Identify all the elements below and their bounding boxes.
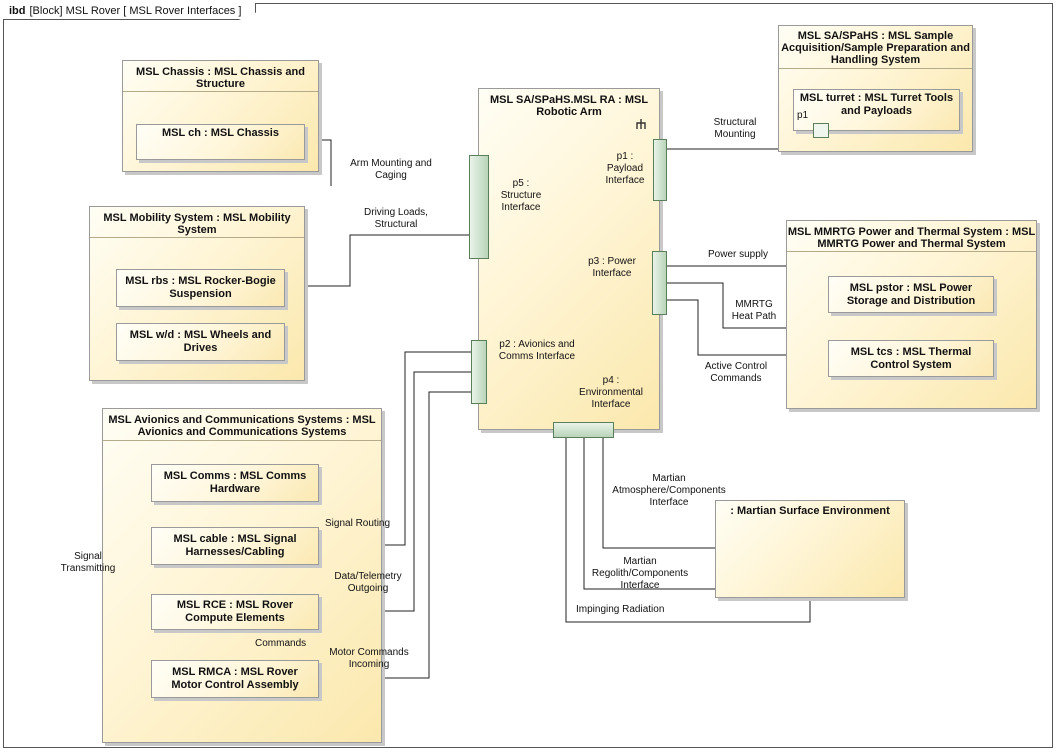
turret-port-label: p1 xyxy=(797,110,809,121)
decomposition-fork-icon xyxy=(636,119,646,129)
connector-martian-regolith xyxy=(583,438,715,590)
part-msl-wd[interactable]: MSL w/d : MSL Wheels and Drives xyxy=(116,323,285,361)
label-structural-mounting: Structural Mounting xyxy=(713,117,757,140)
part-mobility-title: MSL Mobility System : MSL Mobility Syste… xyxy=(103,211,291,236)
connector-martian-atmosphere xyxy=(602,438,715,549)
diagram-kind: ibd xyxy=(9,5,26,17)
label-mmrtg-heat: MMRTG Heat Path xyxy=(731,299,777,322)
port-p1[interactable] xyxy=(653,139,667,201)
part-martian-surface[interactable]: : Martian Surface Environment xyxy=(715,500,905,598)
label-martian-regolith: Martian Regolith/Components Interface xyxy=(591,556,689,591)
label-commands: Commands xyxy=(255,638,307,649)
connector-impinging-radiation xyxy=(565,438,811,623)
part-msl-rmca[interactable]: MSL RMCA : MSL Rover Motor Control Assem… xyxy=(151,660,319,698)
part-msl-tcs[interactable]: MSL tcs : MSL Thermal Control System xyxy=(828,340,994,377)
part-robotic-arm[interactable]: MSL SA/SPaHS.MSL RA : MSL Robotic Arm xyxy=(478,88,660,430)
port-p2-label: p2 : Avionics and Comms Interface xyxy=(498,339,576,362)
label-active-control: Active Control Commands xyxy=(704,361,768,384)
part-msl-comms[interactable]: MSL Comms : MSL Comms Hardware xyxy=(151,464,319,502)
port-p1-label: p1 : Payload Interface xyxy=(605,151,645,186)
part-msl-turret-label: MSL turret : MSL Turret Tools and Payloa… xyxy=(799,92,954,117)
part-msl-ch[interactable]: MSL ch : MSL Chassis xyxy=(136,124,305,160)
label-motor-commands: Motor Commands Incoming xyxy=(329,647,409,670)
label-power-supply: Power supply xyxy=(708,249,769,260)
port-p2[interactable] xyxy=(471,340,487,404)
part-power-thermal-title: MSL MMRTG Power and Thermal System : MSL… xyxy=(787,225,1036,250)
port-p4-label: p4 : Environmental Interface xyxy=(579,375,643,410)
port-p4[interactable] xyxy=(553,422,614,438)
port-p5[interactable] xyxy=(469,155,489,259)
part-msl-rce[interactable]: MSL RCE : MSL Rover Compute Elements xyxy=(151,594,319,630)
label-arm-mounting: Arm Mounting and Caging xyxy=(350,158,432,181)
part-msl-pstor[interactable]: MSL pstor : MSL Power Storage and Distri… xyxy=(828,276,994,313)
label-signal-routing: Signal Routing xyxy=(325,518,391,529)
diagram-frame xyxy=(3,3,1053,748)
part-msl-rbs[interactable]: MSL rbs : MSL Rocker-Bogie Suspension xyxy=(116,269,285,307)
part-power-thermal[interactable]: MSL MMRTG Power and Thermal System : MSL… xyxy=(786,220,1037,409)
part-sample-acquisition-title: MSL SA/SPaHS : MSL Sample Acquisition/Sa… xyxy=(781,30,970,66)
diagram-title: [Block] MSL Rover [ MSL Rover Interfaces… xyxy=(29,5,242,17)
connector-active-control xyxy=(667,299,828,356)
label-driving-loads: Driving Loads, Structural xyxy=(364,207,428,230)
part-msl-cable[interactable]: MSL cable : MSL Signal Harnesses/Cabling xyxy=(151,527,319,565)
diagram-frame-header: ibd[Block] MSL Rover [ MSL Rover Interfa… xyxy=(3,3,257,20)
part-avionics-title: MSL Avionics and Communications Systems … xyxy=(108,414,376,438)
port-p3[interactable] xyxy=(652,251,667,315)
part-chassis-title: MSL Chassis : MSL Chassis and Structure xyxy=(136,65,305,90)
port-turret-p1[interactable] xyxy=(813,123,829,138)
label-martian-atmosphere: Martian Atmosphere/Components Interface xyxy=(612,473,726,508)
label-impinging-radiation: Impinging Radiation xyxy=(576,604,665,615)
port-p5-label: p5 : Structure Interface xyxy=(500,178,542,213)
part-martian-surface-title: : Martian Surface Environment xyxy=(730,505,890,517)
label-signal-transmitting: Signal Transmitting xyxy=(60,551,116,574)
connector-driving-loads xyxy=(285,234,469,287)
part-robotic-arm-title: MSL SA/SPaHS.MSL RA : MSL Robotic Arm xyxy=(489,94,649,118)
label-data-telemetry: Data/Telemetry Outgoing xyxy=(334,571,402,594)
port-p3-label: p3 : Power Interface xyxy=(588,256,636,279)
